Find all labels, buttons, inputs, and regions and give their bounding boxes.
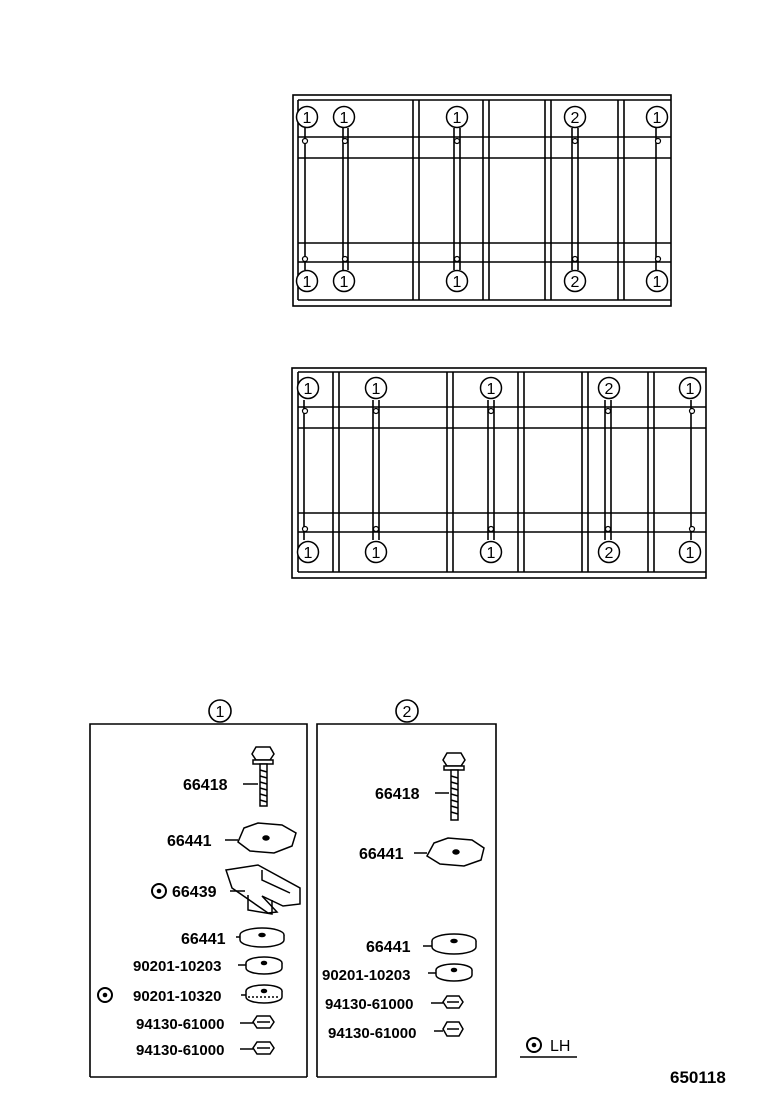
bed-frame-top-holes [301,137,662,263]
bed-frame-top [292,94,672,307]
group-1-labels: 66418 66441 66439 66441 90201-10203 9020… [97,777,228,1059]
callout-1: 1 [303,274,312,291]
washer-icon [435,963,473,982]
callout-1: 1 [372,381,381,398]
bed-frame-bottom [291,367,707,579]
callouts-bottom-frame: 1 1 1 2 1 1 1 1 2 1 [296,376,702,564]
figure-number: 650118 [670,1068,726,1087]
bracket-clip-icon [225,864,301,915]
part-number: 94130-61000 [136,1016,224,1033]
part-number: 66441 [167,833,212,850]
callout-1: 1 [340,274,349,291]
lh-mark-icon [526,1037,542,1053]
callout-1: 1 [653,274,662,291]
callout-1: 1 [686,545,695,562]
nut-icon [442,1021,464,1037]
callout-1: 1 [303,110,312,127]
legend-lh: LH [520,1037,577,1058]
callout-1: 1 [653,110,662,127]
nut-icon [442,995,464,1009]
part-number: 66439 [172,884,217,901]
bolt-icon [251,746,275,807]
nut-icon [252,1041,275,1055]
part-number: 66441 [359,846,404,863]
group-1-box: 1 [89,699,308,1078]
callout-1: 1 [453,274,462,291]
callout-1: 1 [372,545,381,562]
group-2-labels: 66418 66441 66441 90201-10203 94130-6100… [322,786,420,1042]
part-number: 90201-10203 [133,958,221,975]
part-number: 90201-10203 [322,967,410,984]
lh-mark-icon [97,987,113,1003]
bolt-icon [442,752,466,821]
callout-2: 2 [571,110,580,127]
part-number: 66418 [375,786,420,803]
legend-label: LH [550,1038,570,1055]
callouts-top-frame: 1 1 1 2 1 1 1 1 2 1 [295,105,669,293]
washer-icon [245,956,283,975]
callout-2: 2 [605,545,614,562]
part-number: 66418 [183,777,228,794]
octagon-plate-icon [426,837,485,867]
group-2-number: 2 [403,704,412,721]
part-number: 94130-61000 [328,1025,416,1042]
callout-2: 2 [571,274,580,291]
part-number: 66441 [366,939,411,956]
washer-icon [239,927,285,948]
washer-icon [245,984,283,1004]
part-number: 90201-10320 [133,988,221,1005]
washer-icon [431,933,477,955]
callout-1: 1 [340,110,349,127]
part-number: 66441 [181,931,226,948]
part-number: 94130-61000 [136,1042,224,1059]
part-number: 94130-61000 [325,996,413,1013]
group-2-parts [414,752,485,1037]
bed-frame-bottom-holes [301,407,696,533]
callout-1: 1 [686,381,695,398]
callout-1: 1 [304,381,313,398]
callout-2: 2 [605,381,614,398]
group-2-box: 2 [316,699,497,1078]
callout-1: 1 [487,381,496,398]
octagon-plate-icon [237,822,297,854]
group-1-parts [225,746,301,1055]
callout-1: 1 [453,110,462,127]
callout-1: 1 [304,545,313,562]
group-1-number: 1 [216,704,225,721]
lh-mark-icon [151,883,167,899]
callout-1: 1 [487,545,496,562]
nut-icon [252,1015,275,1029]
